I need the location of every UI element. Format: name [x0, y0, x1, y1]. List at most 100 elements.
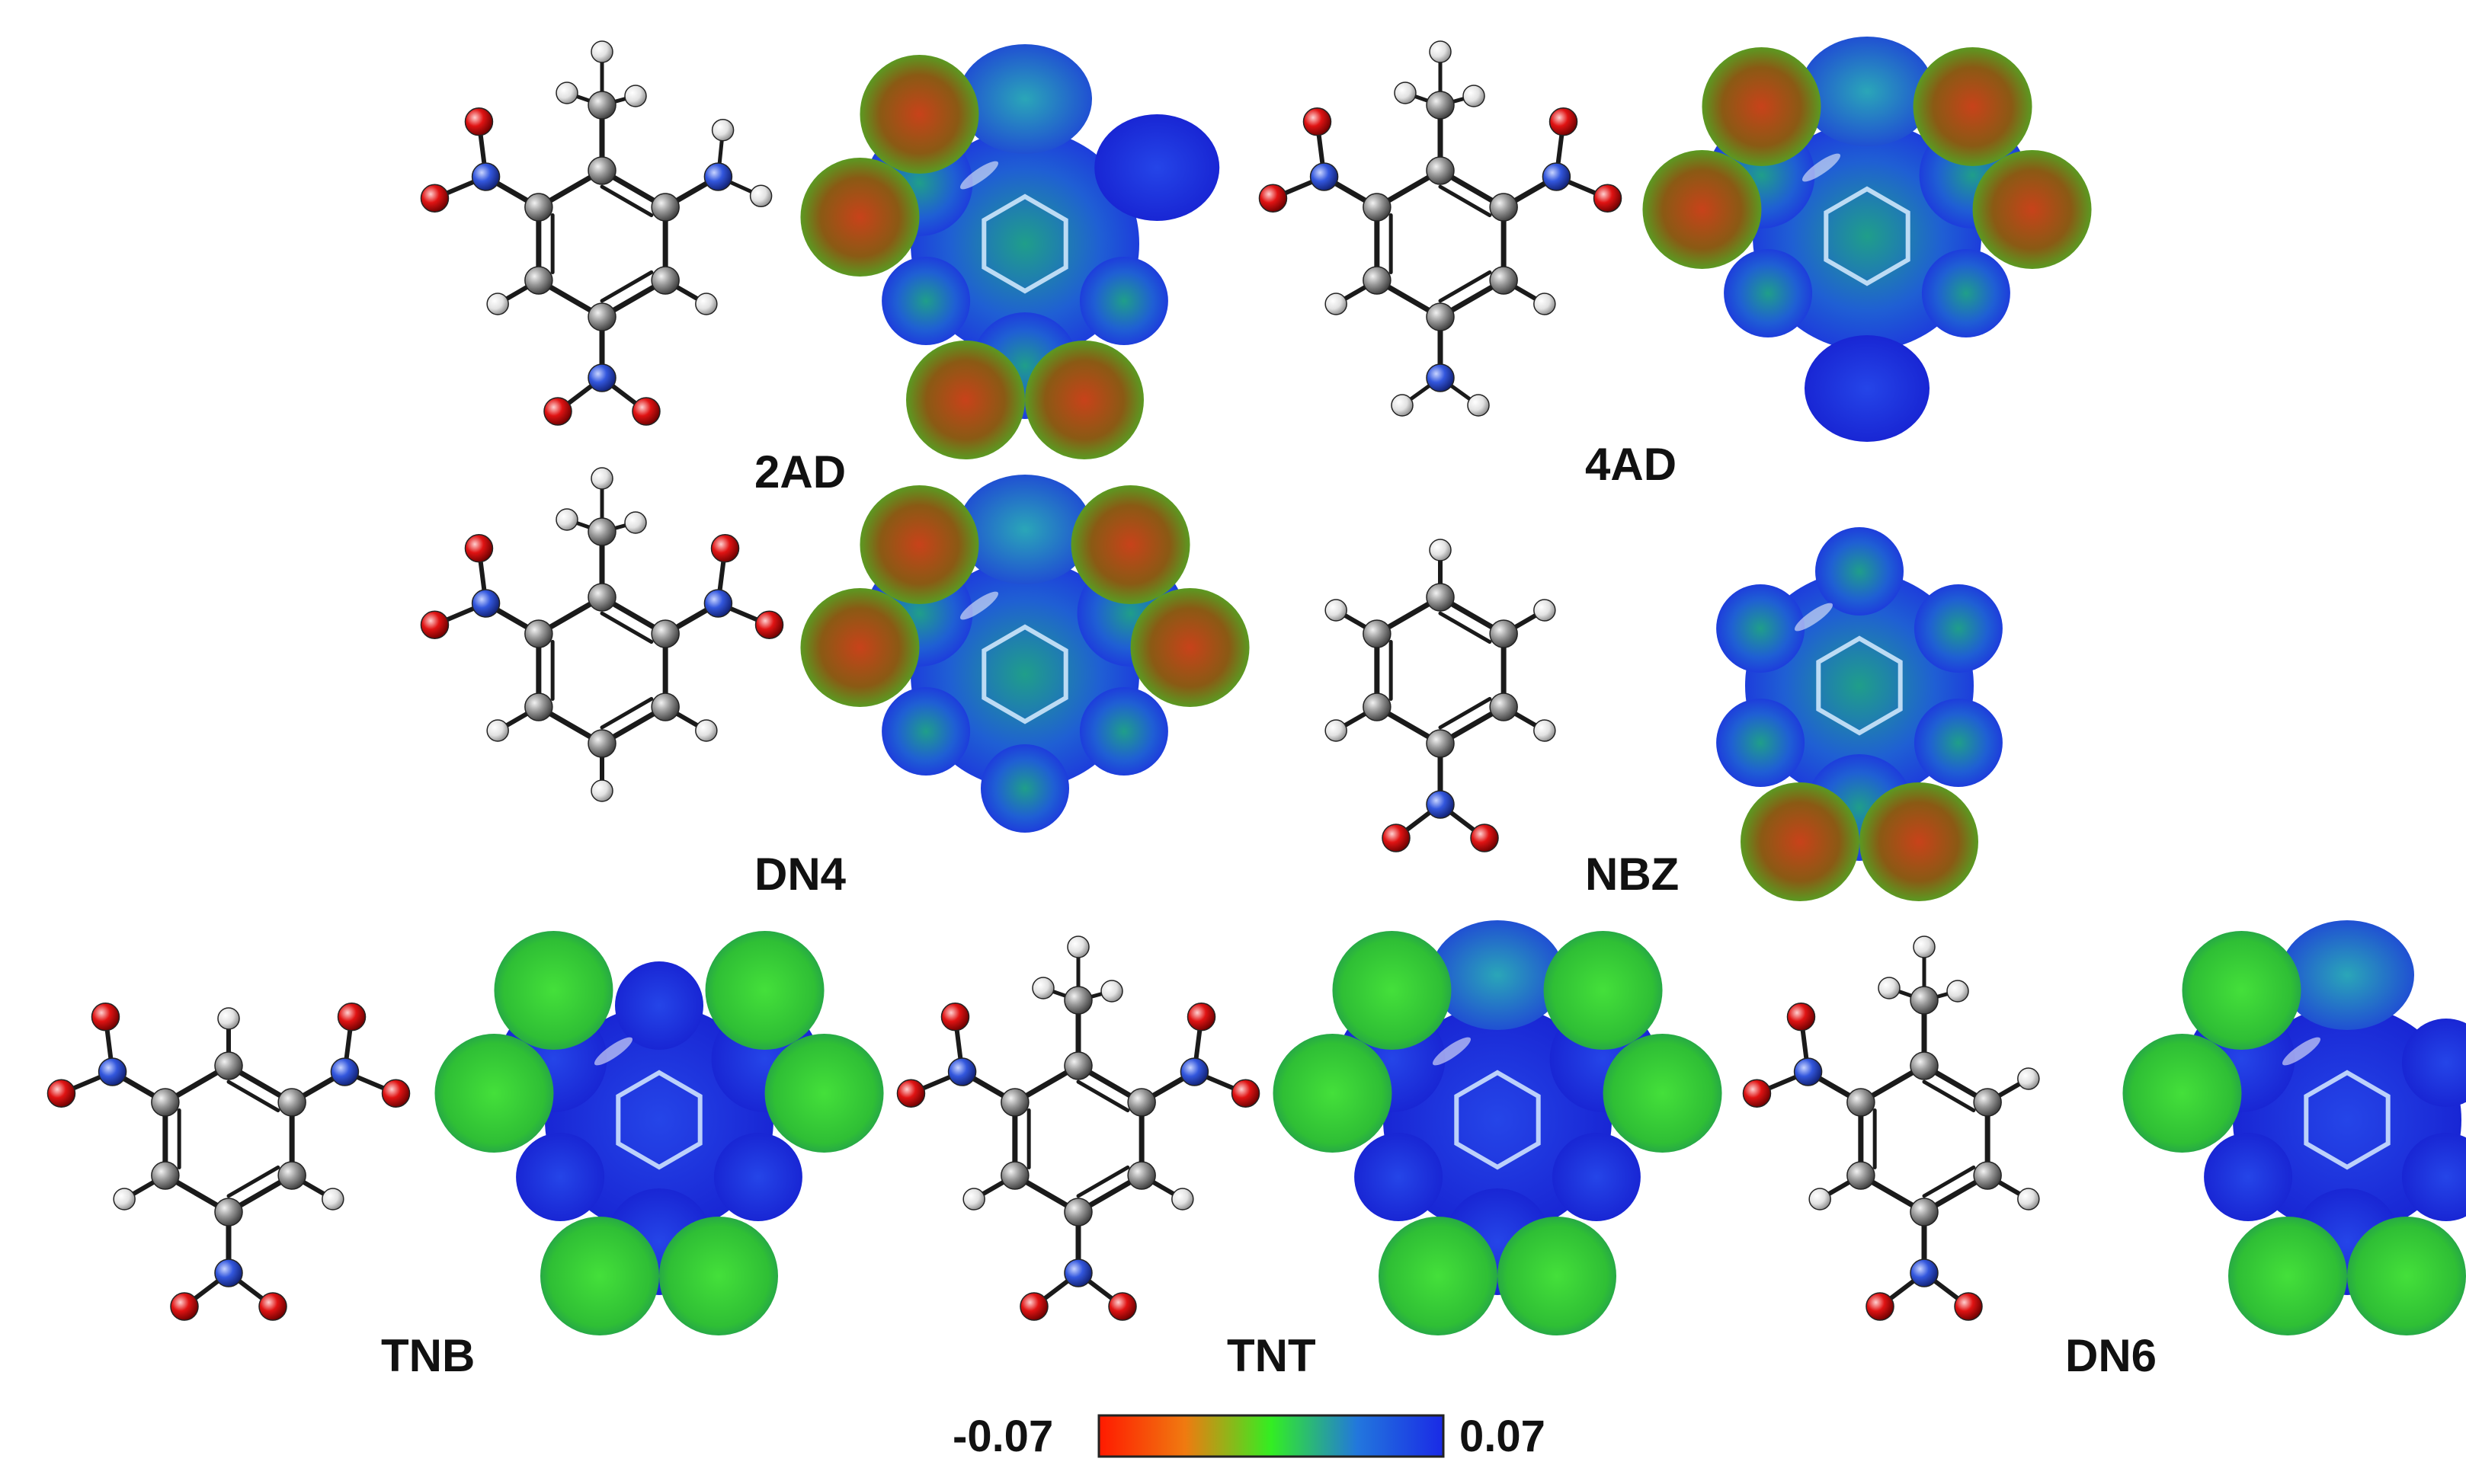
atom-c: [1489, 193, 1518, 222]
esp-map-4ad: [1642, 37, 2092, 442]
atoms: [420, 40, 773, 426]
esp-lobe-nitro-o: [800, 588, 920, 708]
esp-ring-highlight: [1816, 635, 1903, 736]
atom-h: [591, 40, 613, 63]
atom-h: [695, 293, 718, 315]
esp-lobe-nitro-o: [705, 930, 825, 1050]
atom-c: [524, 193, 553, 222]
esp-lobe-h: [882, 257, 971, 345]
atom-c: [651, 193, 680, 222]
atom-h: [556, 508, 578, 531]
atom-c: [1363, 266, 1392, 295]
atoms: [896, 935, 1260, 1321]
atom-c: [1127, 1088, 1156, 1117]
atom-c: [1489, 692, 1518, 721]
atom-c: [1910, 986, 1939, 1015]
atom-n: [471, 589, 501, 618]
atom-c: [1426, 302, 1455, 331]
atom-o: [464, 107, 494, 136]
atom-h: [556, 82, 578, 104]
atom-n: [703, 162, 733, 191]
atom-n: [1793, 1057, 1823, 1086]
esp-lobe-nitro-o: [860, 54, 979, 174]
atom-n: [1426, 363, 1455, 392]
esp-lobe-h: [1921, 249, 2010, 337]
label-NBZ: NBZ: [1585, 849, 1679, 900]
atom-c: [1001, 1088, 1030, 1117]
esp-lobe-nitro-o: [494, 930, 613, 1050]
atom-c: [1363, 692, 1392, 721]
atom-o: [1231, 1079, 1260, 1108]
atom-n: [214, 1259, 243, 1287]
esp-lobe-nitro-o: [1130, 588, 1250, 708]
atom-h: [322, 1188, 344, 1211]
esp-lobe-h: [2401, 1133, 2466, 1221]
atom-h: [1467, 394, 1490, 417]
esp-specular: [1795, 603, 1833, 632]
atom-c: [588, 517, 616, 546]
bonds: [1754, 945, 2031, 1309]
esp-lobe-h: [1724, 249, 1813, 337]
atom-c: [214, 1051, 243, 1080]
atom-c: [1064, 1198, 1093, 1227]
atom-o: [258, 1292, 287, 1321]
atom-o: [1954, 1292, 1983, 1321]
atom-h: [1324, 599, 1347, 622]
atom-c: [651, 266, 680, 295]
esp-lobe-nitro-o: [2182, 930, 2301, 1050]
atom-h: [1808, 1188, 1831, 1211]
label-DN6: DN6: [2065, 1330, 2157, 1381]
atom-h: [624, 511, 647, 534]
atom-h: [1462, 85, 1485, 107]
atom-c: [277, 1088, 306, 1117]
esp-lobe-nitro-o: [1379, 1217, 1497, 1335]
atom-n: [588, 363, 616, 392]
molecule-tnb: [46, 1003, 411, 1321]
atom-o: [896, 1079, 926, 1108]
atom-n: [1426, 790, 1455, 819]
esp-specular: [960, 591, 998, 620]
esp-lobe-nitro-o: [1702, 46, 1821, 166]
atom-h: [2017, 1188, 2040, 1211]
esp-map-dn6: [2122, 920, 2466, 1335]
atom-h: [1533, 599, 1556, 622]
esp-map-layer: [434, 37, 2466, 1335]
atom-c: [1426, 583, 1455, 612]
colorbar-max-label: 0.07: [1459, 1412, 1545, 1461]
colorbar: -0.07 0.07: [953, 1412, 1545, 1461]
atom-c: [1910, 1198, 1939, 1227]
atoms: [1742, 935, 2040, 1321]
atom-o: [754, 610, 784, 639]
atom-o: [1302, 107, 1332, 136]
atom-h: [962, 1188, 985, 1211]
esp-lobe-nitro-o: [659, 1217, 778, 1335]
atom-c: [524, 266, 553, 295]
colorbar-gradient: [1097, 1414, 1445, 1458]
atom-h: [591, 779, 613, 802]
atom-h: [695, 719, 718, 742]
atom-c: [651, 619, 680, 648]
atom-h: [1913, 935, 1936, 958]
esp-lobe-h: [2204, 1133, 2293, 1221]
esp-ring-highlight: [982, 193, 1068, 294]
atom-c: [1973, 1088, 2002, 1117]
atom-c: [151, 1088, 180, 1117]
atom-h: [624, 85, 647, 107]
atom-c: [277, 1161, 306, 1190]
esp-lobe-nitro-o: [1859, 782, 1978, 901]
molecule-nbz: [1324, 539, 1556, 852]
esp-lobe-h: [615, 961, 703, 1050]
atom-c: [588, 156, 616, 185]
atom-h: [1067, 935, 1090, 958]
atom-o: [420, 610, 450, 639]
esp-ring-highlight: [1454, 1070, 1541, 1170]
esp-lobe-methyl: [958, 475, 1092, 584]
esp-lobe-h: [1079, 257, 1168, 345]
atom-h: [591, 467, 613, 490]
atom-n: [1910, 1259, 1939, 1287]
atom-h: [2017, 1067, 2040, 1090]
esp-lobe-h: [1716, 699, 1805, 787]
esp-lobe-methyl: [2280, 920, 2414, 1030]
esp-lobe-amino: [1094, 114, 1220, 221]
